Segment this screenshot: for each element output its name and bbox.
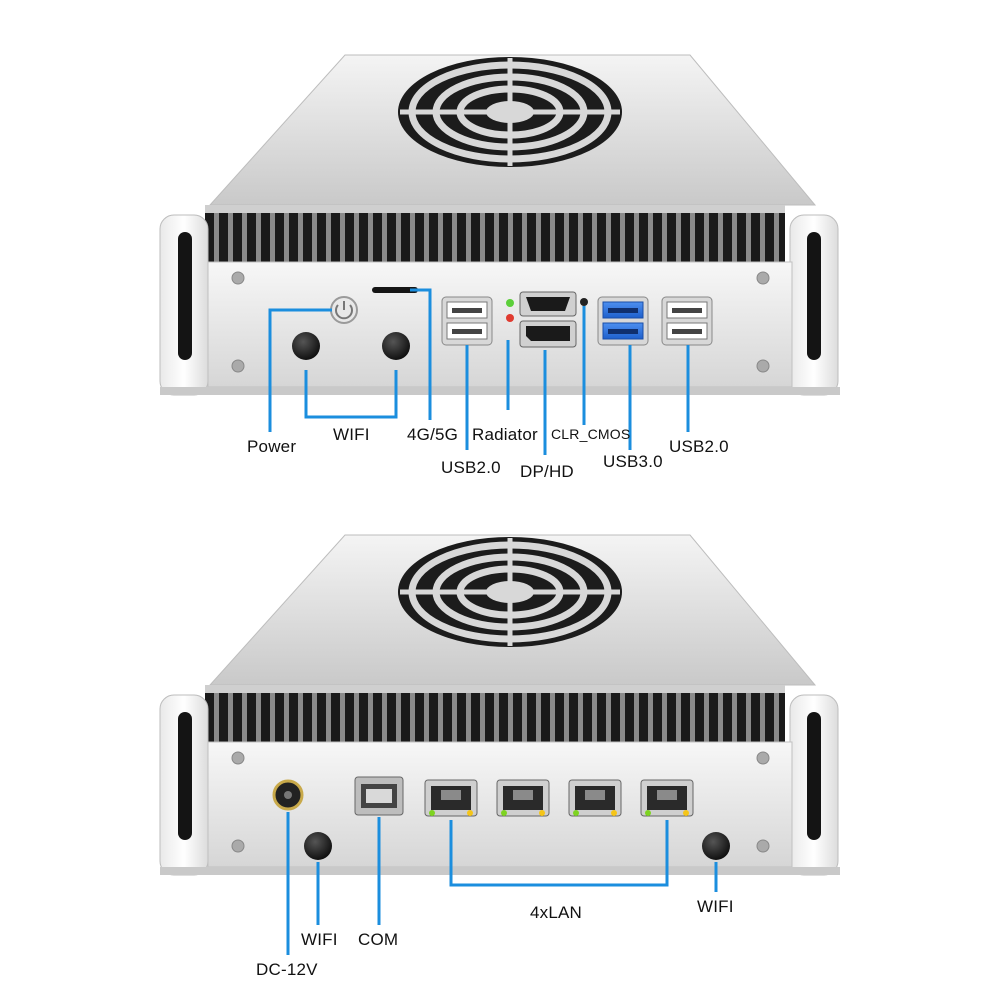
dc-jack (272, 779, 304, 811)
fan-icon (398, 57, 622, 167)
lan-ports (424, 779, 694, 817)
wifi-antenna-port (304, 832, 332, 860)
led-green (506, 299, 514, 307)
sim-slot (372, 287, 418, 293)
clr-cmos-hole (580, 298, 588, 306)
label-usb20-left: USB2.0 (441, 458, 501, 477)
hdmi-dp-ports (519, 291, 577, 348)
front-device (159, 54, 840, 396)
label-dp-hd: DP/HD (520, 462, 574, 481)
label-clr-cmos: CLR_CMOS (551, 426, 631, 442)
label-dc-12v: DC-12V (256, 960, 318, 979)
usb20-ports-left (441, 296, 493, 346)
label-com: COM (358, 930, 399, 949)
label-usb20-right: USB2.0 (669, 437, 729, 456)
front-callouts (268, 288, 690, 455)
back-device (159, 534, 840, 876)
fan-icon (398, 537, 622, 647)
label-wifi-left: WIFI (301, 930, 338, 949)
label-4xlan: 4xLAN (530, 903, 583, 922)
wifi-antenna-port (702, 832, 730, 860)
wifi-antenna-port (382, 332, 410, 360)
led-red (506, 314, 514, 322)
back-callouts (286, 812, 718, 955)
usb30-ports (597, 296, 649, 346)
wifi-antenna-port (292, 332, 320, 360)
usb20-ports-right (661, 296, 713, 346)
label-usb30: USB3.0 (603, 452, 663, 471)
label-radiator: Radiator (472, 425, 538, 444)
power-button (330, 296, 358, 324)
com-port (354, 776, 404, 816)
label-power: Power (247, 437, 297, 456)
label-wifi: WIFI (333, 425, 370, 444)
label-wifi-right: WIFI (697, 897, 734, 916)
label-4g5g: 4G/5G (407, 425, 459, 444)
